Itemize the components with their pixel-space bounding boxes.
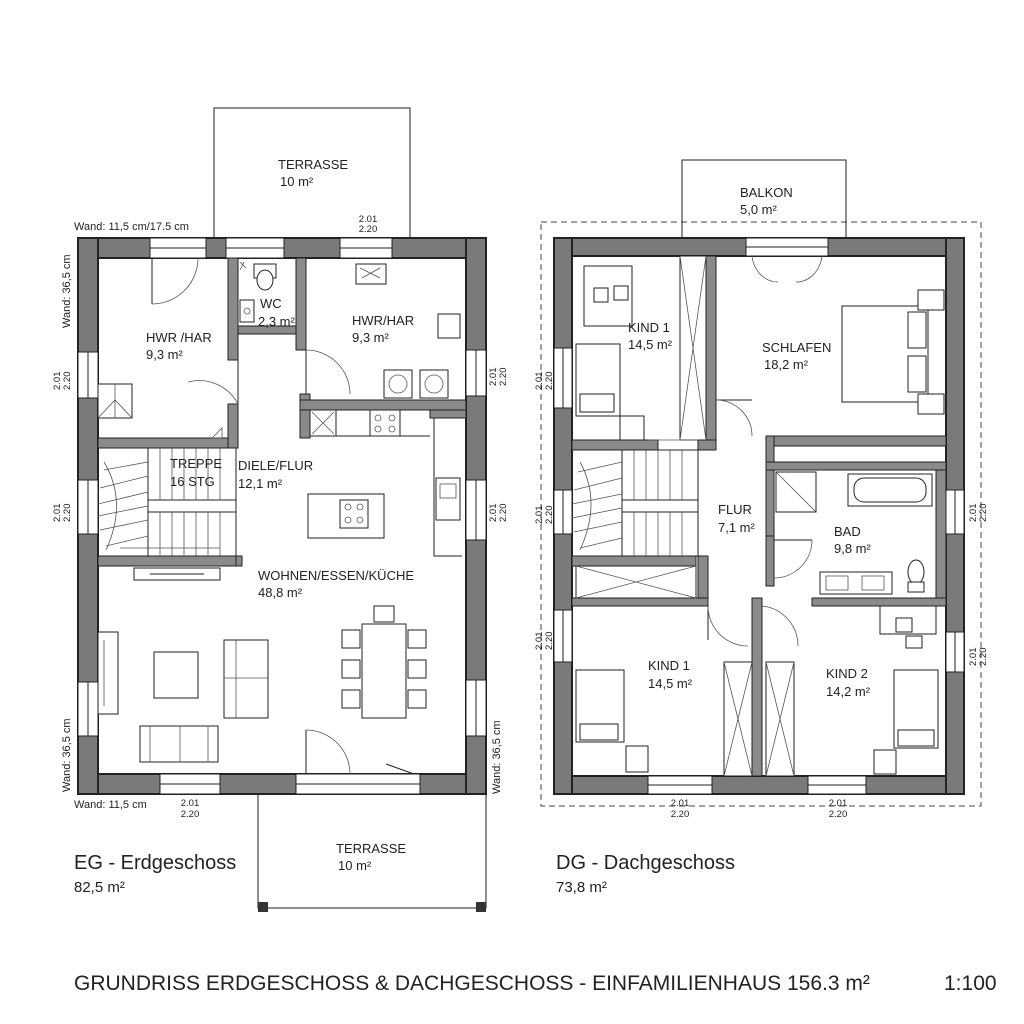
dining-table	[361, 623, 407, 719]
eg-room-area: 48,8 m²	[258, 585, 303, 600]
drawing-title: GRUNDRISS ERDGESCHOSS & DACHGESCHOSS - E…	[74, 972, 870, 995]
dg-openings	[553, 237, 965, 795]
eg-room-area: 12,1 m²	[238, 476, 283, 491]
sideboard	[97, 631, 119, 715]
svg-text:2.20: 2.20	[978, 648, 989, 667]
eg-terrace-top-name: TERRASSE	[278, 157, 348, 172]
svg-text:2.01: 2.01	[968, 504, 979, 523]
eg-floor-name: EG - Erdgeschoss	[74, 852, 236, 874]
eg-room-area: 9,3 m²	[146, 347, 184, 362]
eg-doors	[151, 257, 415, 775]
eg-room-name: HWR /HAR	[146, 330, 212, 345]
svg-text:2.01: 2.01	[181, 798, 200, 809]
svg-text:2.20: 2.20	[978, 504, 989, 523]
dg-room-name: KIND 2	[826, 666, 868, 681]
dg-floor-area: 73,8 m²	[556, 879, 607, 896]
eg-wall-top-label: Wand: 11,5 cm/17.5 cm	[74, 221, 189, 233]
svg-text:2.20: 2.20	[62, 372, 73, 391]
dg-room-area: 9,8 m²	[834, 541, 872, 556]
eg-fixtures	[97, 261, 462, 763]
dg-wardrobes	[575, 255, 795, 777]
dg-room-name: SCHLAFEN	[762, 340, 831, 355]
eg-floor-area: 82,5 m²	[74, 879, 125, 896]
terrace-post	[258, 902, 268, 912]
sofa-icon	[223, 639, 269, 719]
eg-plan: 2.01 2.20 2.01 2.20 2.01 2.20 2.01 2.20 …	[52, 107, 509, 912]
eg-dimension-labels: 2.01 2.20 2.01 2.20 2.01 2.20 2.01 2.20 …	[52, 214, 509, 820]
svg-text:2.20: 2.20	[544, 372, 555, 391]
dg-furniture	[575, 265, 945, 775]
dg-room-area: 7,1 m²	[718, 520, 756, 535]
drawing-scale: 1:100	[944, 972, 997, 995]
svg-text:2.20: 2.20	[829, 809, 848, 820]
svg-text:2.01: 2.01	[359, 214, 378, 225]
eg-terrace-top-area: 10 m²	[280, 174, 314, 189]
eg-room-area: 2,3 m²	[258, 314, 296, 329]
eg-terrace-bottom-name: TERRASSE	[336, 841, 406, 856]
svg-text:2.20: 2.20	[359, 224, 378, 235]
armchair-sofa-icon	[139, 725, 219, 763]
toilet-icon	[907, 559, 925, 585]
dg-room-area: 14,5 m²	[628, 337, 673, 352]
eg-terrace-bottom-area: 10 m²	[338, 858, 372, 873]
washer-icon	[383, 369, 413, 399]
eg-room-name: HWR/HAR	[352, 313, 414, 328]
double-sink-icon	[819, 571, 893, 595]
dg-balcony	[681, 159, 847, 241]
eg-wall-left-label: Wand: 36,5 cm	[61, 254, 73, 328]
svg-text:2.20: 2.20	[498, 368, 509, 387]
dg-room-area: 14,5 m²	[648, 676, 693, 691]
svg-text:2.20: 2.20	[544, 506, 555, 525]
svg-text:2.01: 2.01	[488, 368, 499, 387]
svg-text:2.20: 2.20	[671, 809, 690, 820]
dg-room-name: KIND 1	[648, 658, 690, 673]
svg-text:2.01: 2.01	[488, 504, 499, 523]
svg-text:2.01: 2.01	[968, 648, 979, 667]
eg-room-name: WC	[260, 296, 282, 311]
dg-room-area: 14,2 m²	[826, 684, 871, 699]
dg-room-name: FLUR	[718, 502, 752, 517]
eg-room-name: WOHNEN/ESSEN/KÜCHE	[258, 568, 414, 583]
dg-stairs	[571, 439, 699, 557]
svg-text:2.01: 2.01	[534, 506, 545, 525]
svg-text:2.20: 2.20	[181, 809, 200, 820]
hwr-sink-icon	[355, 263, 387, 285]
eg-room-area: 9,3 m²	[352, 330, 390, 345]
svg-text:2.01: 2.01	[52, 372, 63, 391]
dg-balcony-area: 5,0 m²	[740, 202, 778, 217]
dg-room-name: BAD	[834, 524, 861, 539]
dg-plan: 2.01 2.20 2.01 2.20 2.01 2.20 2.01 2.20 …	[534, 159, 989, 896]
eg-room-area: 16 STG	[170, 474, 215, 489]
eg-openings	[77, 237, 487, 795]
svg-text:2.01: 2.01	[671, 798, 690, 809]
dg-interior-walls	[571, 255, 947, 777]
eg-room-name: DIELE/FLUR	[238, 458, 313, 473]
svg-text:2.01: 2.01	[52, 504, 63, 523]
dg-room-area: 18,2 m²	[764, 357, 809, 372]
dg-floor-name: DG - Dachgeschoss	[556, 852, 735, 874]
dg-balcony-name: BALKON	[740, 185, 793, 200]
cooktop-icon	[369, 409, 401, 437]
dg-room-name: KIND 1	[628, 320, 670, 335]
dryer-icon	[419, 369, 449, 399]
dg-doors	[707, 255, 823, 647]
svg-text:2.20: 2.20	[544, 632, 555, 651]
svg-text:2.01: 2.01	[534, 632, 545, 651]
svg-text:2.01: 2.01	[829, 798, 848, 809]
svg-text:2.01: 2.01	[534, 372, 545, 391]
coffee-table	[153, 651, 199, 699]
eg-wall-left-label-2: Wand: 36,5 cm	[61, 718, 73, 792]
eg-stairs	[97, 447, 237, 557]
svg-text:2.20: 2.20	[498, 504, 509, 523]
wc-sink-icon	[239, 299, 255, 323]
svg-text:2.20: 2.20	[62, 504, 73, 523]
dg-roof-outline	[540, 221, 982, 807]
eg-room-name: TREPPE	[170, 456, 222, 471]
terrace-post	[476, 902, 486, 912]
eg-wall-right-label: Wand: 36,5 cm	[491, 720, 503, 794]
dg-dimension-labels: 2.01 2.20 2.01 2.20 2.01 2.20 2.01 2.20 …	[534, 372, 989, 821]
eg-wall-bottom-label: Wand: 11,5 cm	[74, 799, 147, 811]
